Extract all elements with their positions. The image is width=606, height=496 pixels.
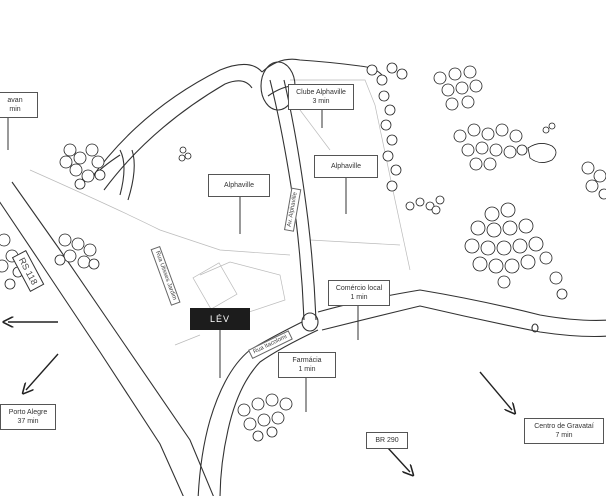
label-alphaville-right-name: Alphaville [331, 163, 361, 170]
arrow-southeast-icon [479, 371, 512, 410]
trees-cluster-e [453, 123, 528, 171]
label-comercio-time: 1 min [350, 294, 368, 301]
trees-big-cluster [464, 202, 568, 300]
trees-cluster-ne [433, 65, 483, 111]
trees-small-top [178, 146, 192, 162]
trees-left-top [59, 143, 106, 190]
tree-clusters [0, 62, 606, 442]
trees-bottom [237, 393, 293, 442]
trees-far-right [581, 161, 606, 200]
label-alphaville-left: Alphaville [208, 174, 270, 197]
label-comercio-name: Comércio local [335, 285, 383, 292]
label-clube-time: 3 min [312, 98, 330, 105]
label-cavan-time: min [9, 106, 21, 113]
label-alphaville-left-name: Alphaville [224, 182, 254, 189]
label-farmacia-time: 1 min [298, 366, 316, 373]
trees-small-e [542, 122, 556, 134]
trees-top-right [366, 62, 408, 192]
label-br290: BR 290 [366, 432, 408, 449]
lev-marker-label: LÉV [209, 314, 230, 324]
trees-row-mid [405, 195, 445, 215]
arrow-south-icon [387, 447, 410, 472]
label-gravatai-time: 7 min [555, 432, 573, 439]
label-farmacia-name: Farmácia [292, 357, 322, 364]
rs118-highway [0, 181, 214, 496]
pond [527, 143, 557, 163]
label-cavan-name: avan [7, 97, 23, 104]
label-br290-name: BR 290 [375, 437, 399, 444]
label-clube-alphaville: Clube Alphaville 3 min [288, 84, 354, 110]
arrow-southwest-icon [26, 353, 59, 390]
label-alphaville-right: Alphaville [314, 155, 378, 178]
label-farmacia: Farmácia 1 min [278, 352, 336, 378]
trees-left-mid [54, 233, 100, 270]
label-cavan: avan min [0, 92, 38, 118]
parcel-lines [29, 79, 411, 346]
label-porto-alegre-name: Porto Alegre [8, 409, 48, 416]
label-gravatai-name: Centro de Gravataí [534, 423, 594, 430]
direction-arrows [8, 322, 512, 472]
label-porto-alegre-time: 37 min [17, 418, 39, 425]
label-comercio-local: Comércio local 1 min [328, 280, 390, 306]
label-gravatai: Centro de Gravataí 7 min [524, 418, 604, 444]
label-clube-name: Clube Alphaville [296, 89, 346, 96]
lev-location-marker[interactable]: LÉV [190, 308, 250, 330]
label-porto-alegre: Porto Alegre 37 min [0, 404, 56, 430]
